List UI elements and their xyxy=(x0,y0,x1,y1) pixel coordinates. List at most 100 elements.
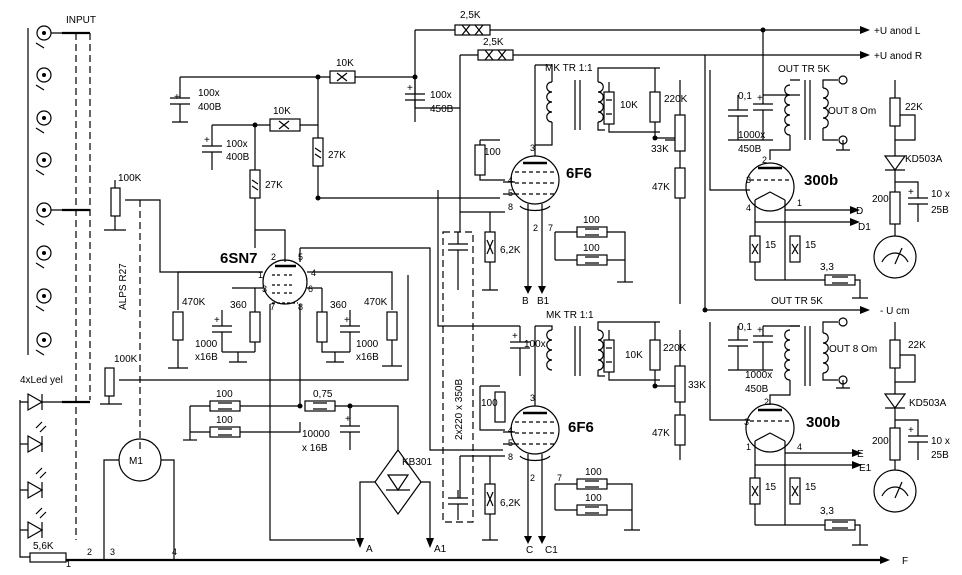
junction-dots xyxy=(252,27,766,409)
pin-5: 5 xyxy=(508,438,513,448)
r-100-g-top: 100 xyxy=(484,147,501,158)
terminal-C1: C1 xyxy=(545,545,558,556)
r-200-bot: 200 xyxy=(872,436,889,447)
c-1000x450-bot2: 450B xyxy=(745,384,769,395)
plus-icon: + xyxy=(344,315,350,326)
cap-2x220-box: 2x220 x 350B xyxy=(442,231,474,523)
output-stage-top: 0,1 + 1000x 450B OUT TR 5K OUT 8 Om 22K … xyxy=(728,64,950,307)
pin-4: 4 xyxy=(746,203,751,213)
alps-label: ALPS R27 xyxy=(118,263,129,310)
r-100-k-top1: 100 xyxy=(583,215,600,226)
pin-3: 3 xyxy=(744,417,749,427)
cap-2x220-label: 2x220 x 350B xyxy=(454,379,465,440)
c-100x400-b2: 400B xyxy=(226,152,250,163)
terminal-E1: E1 xyxy=(859,463,872,474)
output-stage-bot: 0,1 + 1000x 450B OUT 8 Om 22K KD503A 200… xyxy=(728,317,950,546)
r-27k-b: 27K xyxy=(328,150,346,161)
pin-1: 1 xyxy=(258,270,263,280)
terminal-D: D xyxy=(856,206,863,217)
pot-33k-bot: 33K xyxy=(688,380,706,391)
tube-300b-bot-label: 300b xyxy=(806,414,840,431)
r-2k5-l: 2,5K xyxy=(460,10,481,21)
terminal-B: B xyxy=(522,296,529,307)
stage-6f6-bot: + 100x 6,2K 100 MK TR 1:1 10K 220K 33K 4… xyxy=(437,190,706,556)
uanod-r-label: +U anod R xyxy=(874,51,922,62)
r-100-p1: 100 xyxy=(216,389,233,400)
plus-icon: + xyxy=(204,135,210,146)
r-100-g-bot: 100 xyxy=(481,398,498,409)
terminal-1: 1 xyxy=(66,559,71,569)
terminal-B1: B1 xyxy=(537,296,550,307)
pot-33k-top: 33K xyxy=(651,144,669,155)
pin-2: 2 xyxy=(533,223,538,233)
tube-300b-bot-icon xyxy=(745,403,795,453)
r-15-b: 15 xyxy=(805,240,817,251)
terminal-A: A xyxy=(366,544,373,555)
r-100-k-top2: 100 xyxy=(583,243,600,254)
pin-3: 3 xyxy=(746,175,751,185)
r-2k5-r: 2,5K xyxy=(483,37,504,48)
pin-8: 8 xyxy=(508,202,513,212)
r-33-top: 3,3 xyxy=(820,262,834,273)
pin-7: 7 xyxy=(270,302,275,312)
pin-5: 5 xyxy=(508,188,513,198)
rca-jack xyxy=(35,288,52,312)
r-22k-top: 22K xyxy=(905,102,923,113)
plus-icon: + xyxy=(512,331,518,342)
terminal-F: F xyxy=(902,556,908,567)
r-360-b: 360 xyxy=(330,300,347,311)
r-10k-tr-top: 10K xyxy=(620,100,638,111)
pin-2: 2 xyxy=(271,252,276,262)
kd-bot-label: KD503A xyxy=(909,398,947,409)
rca-jack xyxy=(35,332,52,356)
c-1000x450-top2: 450B xyxy=(738,144,762,155)
c-1000x450-top: 1000x xyxy=(738,130,765,141)
terminal-3: 3 xyxy=(110,547,115,557)
c-10x25-top2: 25B xyxy=(931,205,949,216)
led xyxy=(20,392,62,412)
pin-4: 4 xyxy=(508,425,513,435)
r-15-d: 15 xyxy=(805,482,817,493)
bridge-rectifier-icon xyxy=(374,448,422,516)
r-47k-top: 47K xyxy=(652,182,670,193)
pin-2: 2 xyxy=(764,397,769,407)
r-075: 0,75 xyxy=(313,389,333,400)
pot-100k-bot: 100K xyxy=(114,354,138,365)
pin-2: 2 xyxy=(530,473,535,483)
led-string: 4xLed yel 5,6K 1 2 3 4 xyxy=(19,375,177,569)
volume-section: 100K 100K ALPS R27 M1 xyxy=(100,173,409,560)
r-22k-bot: 22K xyxy=(908,340,926,351)
r-15-a: 15 xyxy=(765,240,777,251)
c-100x400-b: 100x xyxy=(226,139,248,150)
tube-300b-top-label: 300b xyxy=(804,172,838,189)
meter-icon xyxy=(873,235,917,279)
plus-icon: + xyxy=(174,92,180,103)
mk-tr-bot-label: MK TR 1:1 xyxy=(546,310,594,321)
pin-7: 7 xyxy=(557,473,562,483)
r-33-bot: 3,3 xyxy=(820,506,834,517)
c-01-top: 0,1 xyxy=(738,91,752,102)
out-8om-top-label: OUT 8 Om xyxy=(828,106,876,117)
terminal-D1: D1 xyxy=(858,222,871,233)
led xyxy=(20,421,47,454)
plus-icon: + xyxy=(757,325,763,336)
led xyxy=(20,507,47,540)
pin-8: 8 xyxy=(508,452,513,462)
meter-icon xyxy=(873,469,917,513)
kd-top-label: KD503A xyxy=(905,154,943,165)
r-10k-b: 10K xyxy=(273,106,291,117)
c-100x450-2: 450B xyxy=(430,104,454,115)
tube-6sn7-icon xyxy=(262,259,308,305)
terminal-A1: A1 xyxy=(434,544,447,555)
tube-300b-top-icon xyxy=(745,162,795,212)
r-470k-b: 470K xyxy=(364,297,388,308)
r-6k2-top: 6,2K xyxy=(500,245,521,256)
c-10x25-top: 10 x xyxy=(931,189,950,200)
rca-jack xyxy=(35,152,52,176)
r-100-p2: 100 xyxy=(216,415,233,426)
plus-icon: + xyxy=(407,83,413,94)
r-27k-a: 27K xyxy=(265,180,283,191)
plus-icon: + xyxy=(757,93,763,104)
plus-icon: + xyxy=(345,414,351,425)
